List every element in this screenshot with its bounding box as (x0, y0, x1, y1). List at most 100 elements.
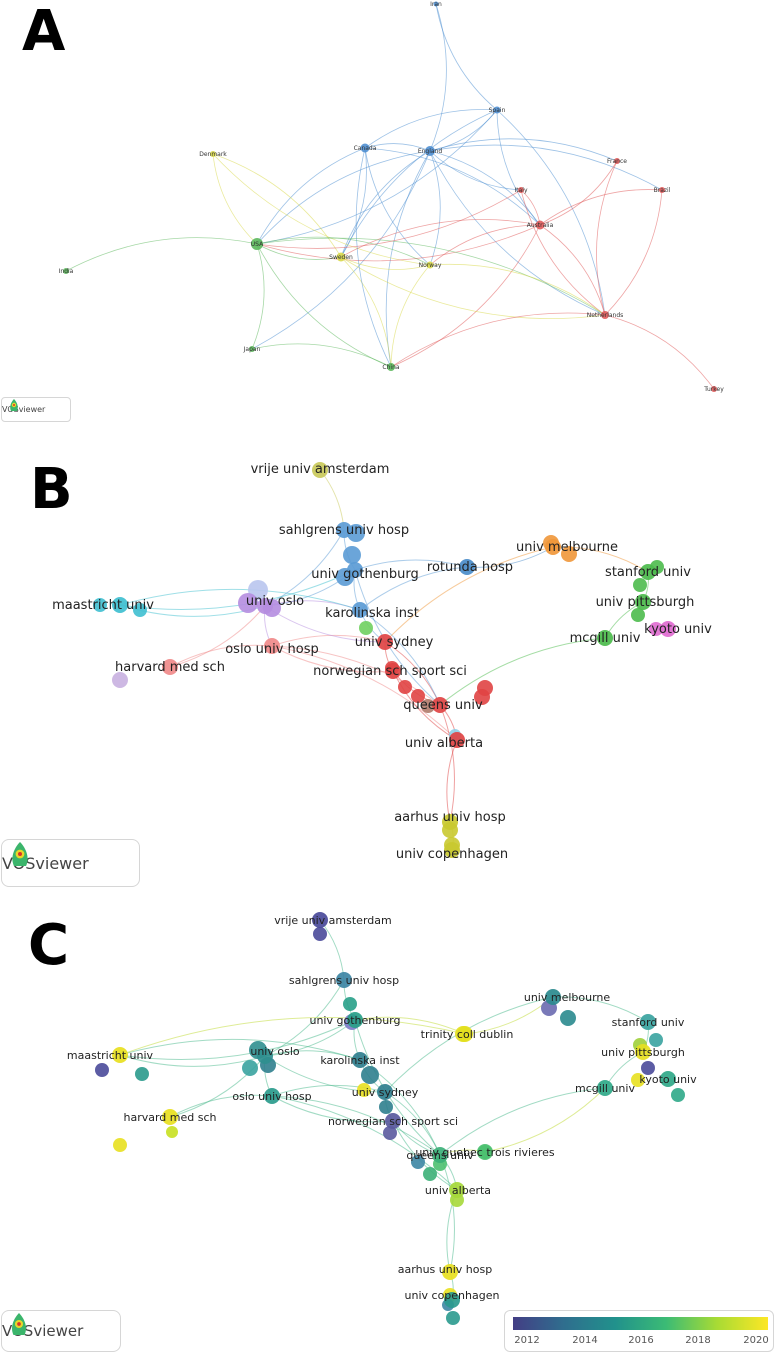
institution-node-aarhus[interactable] (442, 814, 458, 830)
institution-node-pittsburgh[interactable] (635, 1044, 651, 1060)
institution-node-copenhagen[interactable] (444, 1292, 460, 1308)
institution-node-queens-cluster[interactable] (421, 699, 435, 713)
institution-node-vrije-cluster[interactable] (313, 927, 327, 941)
institution-node-karolinska[interactable] (352, 1052, 368, 1068)
country-label-canada: Canada (354, 145, 377, 152)
country-node-spain[interactable] (493, 106, 501, 114)
country-label-sweden: Sweden (329, 254, 353, 261)
institution-node-queens-cluster[interactable] (423, 1167, 437, 1181)
institution-node-oslo[interactable] (257, 1048, 273, 1064)
institution-node-rotunda[interactable] (459, 559, 475, 575)
institution-node-harvard-cluster[interactable] (113, 1138, 127, 1152)
institution-node-kyoto[interactable] (660, 621, 676, 637)
institution-node-sahlgrens-cluster[interactable] (343, 546, 361, 564)
institution-node-harvard[interactable] (162, 1109, 178, 1125)
institution-node-maastricht-cluster[interactable] (95, 1063, 109, 1077)
institution-node-quebec[interactable] (477, 1144, 493, 1160)
institution-node-kyoto[interactable] (660, 1071, 676, 1087)
country-node-denmark[interactable] (210, 151, 216, 157)
institution-node-copenhagen-cluster[interactable] (446, 1311, 460, 1325)
country-node-norway[interactable] (426, 261, 434, 269)
institution-node-harvard-cluster[interactable] (166, 1126, 178, 1138)
institution-node-melbourne[interactable] (545, 989, 561, 1005)
institution-node-gothenburg[interactable] (347, 1012, 363, 1028)
institution-node-melbourne-cluster[interactable] (560, 1010, 576, 1026)
institution-node-melbourne-cluster[interactable] (561, 546, 577, 562)
institution-node-queens-cluster[interactable] (411, 689, 425, 703)
institution-node-queens-cluster[interactable] (474, 689, 490, 705)
institution-node-gothenburg[interactable] (347, 562, 363, 578)
institution-node-stanford-cluster[interactable] (631, 608, 645, 622)
country-node-netherlands[interactable] (601, 311, 609, 319)
institution-node-maastricht-cluster[interactable] (135, 1067, 149, 1081)
institution-node-pittsburgh-cluster[interactable] (641, 1061, 655, 1075)
institution-node-sahlgrens[interactable] (336, 522, 352, 538)
country-node-sweden[interactable] (336, 252, 346, 262)
institution-node-norwegian-cluster[interactable] (383, 1126, 397, 1140)
institution-node-oslohosp[interactable] (264, 1088, 280, 1104)
institution-node-sahlgrens[interactable] (336, 972, 352, 988)
country-node-turkey[interactable] (711, 386, 717, 392)
institution-node-copenhagen[interactable] (444, 842, 460, 858)
country-node-iran[interactable] (433, 1, 439, 7)
institution-node-vrije[interactable] (312, 912, 328, 928)
country-node-italy[interactable] (518, 187, 524, 193)
institution-node-norwegian[interactable] (385, 1113, 401, 1129)
institution-label-queens: queens univ (406, 1149, 474, 1162)
institution-node-maastricht[interactable] (112, 597, 128, 613)
institution-node-sydney-cluster[interactable] (359, 621, 373, 635)
institution-node-pittsburgh[interactable] (635, 594, 651, 610)
country-node-england[interactable] (425, 146, 435, 156)
institution-node-harvard[interactable] (162, 659, 178, 675)
institution-node-maastricht-cluster[interactable] (93, 598, 107, 612)
country-label-australia: Australia (527, 222, 554, 229)
institution-node-harvard-cluster[interactable] (112, 672, 128, 688)
country-node-india[interactable] (63, 268, 69, 274)
institution-node-maastricht[interactable] (112, 1047, 128, 1063)
institution-node-trinity[interactable] (457, 1026, 473, 1042)
institution-node-queens[interactable] (432, 697, 448, 713)
institution-node-stanford-cluster[interactable] (633, 578, 647, 592)
institution-node-mcgill[interactable] (597, 1080, 613, 1096)
institution-node-oslo[interactable] (257, 598, 273, 614)
institution-node-oslohosp[interactable] (264, 638, 280, 654)
institution-node-sahlgrens-cluster[interactable] (343, 997, 357, 1011)
institution-node-oslo-cluster[interactable] (242, 1060, 258, 1076)
country-node-japan[interactable] (249, 346, 255, 352)
institution-node-norwegian[interactable] (385, 663, 401, 679)
institution-node-sydney-cluster[interactable] (379, 1100, 393, 1114)
institution-node-sydney[interactable] (377, 1084, 393, 1100)
institution-node-sydney[interactable] (377, 634, 393, 650)
institution-node-queens[interactable] (432, 1147, 448, 1163)
institution-node-kyoto-cluster[interactable] (671, 1088, 685, 1102)
institution-node-pittsburgh-cluster[interactable] (631, 1073, 645, 1087)
institution-node-melbourne[interactable] (545, 539, 561, 555)
institution-node-sydney-cluster[interactable] (357, 1083, 371, 1097)
institution-node-mcgill[interactable] (597, 630, 613, 646)
country-node-usa[interactable] (251, 238, 263, 250)
institution-node-stanford[interactable] (640, 564, 656, 580)
country-node-australia[interactable] (535, 220, 545, 230)
institution-node-maastricht-cluster[interactable] (133, 603, 147, 617)
institution-node-karolinska-cluster[interactable] (361, 1066, 379, 1084)
institution-node-alberta[interactable] (449, 732, 465, 748)
institution-node-queens-cluster[interactable] (398, 680, 412, 694)
institution-node-aarhus[interactable] (442, 1264, 458, 1280)
institution-node-vrije[interactable] (312, 462, 328, 478)
institution-node-stanford[interactable] (640, 1014, 656, 1030)
country-link (340, 109, 498, 258)
institution-node-queens-cluster[interactable] (411, 1155, 425, 1169)
institution-node-karolinska[interactable] (352, 602, 368, 618)
country-node-france[interactable] (614, 158, 620, 164)
institution-node-alberta[interactable] (449, 1182, 465, 1198)
institution-node-oslo-cluster[interactable] (238, 593, 258, 613)
country-node-china[interactable] (387, 363, 395, 371)
institution-node-kyoto-cluster[interactable] (649, 622, 663, 636)
country-node-canada[interactable] (360, 143, 370, 153)
institution-node-stanford-cluster[interactable] (649, 1033, 663, 1047)
country-node-brazil[interactable] (659, 187, 665, 193)
country-label-norway: Norway (419, 262, 442, 269)
